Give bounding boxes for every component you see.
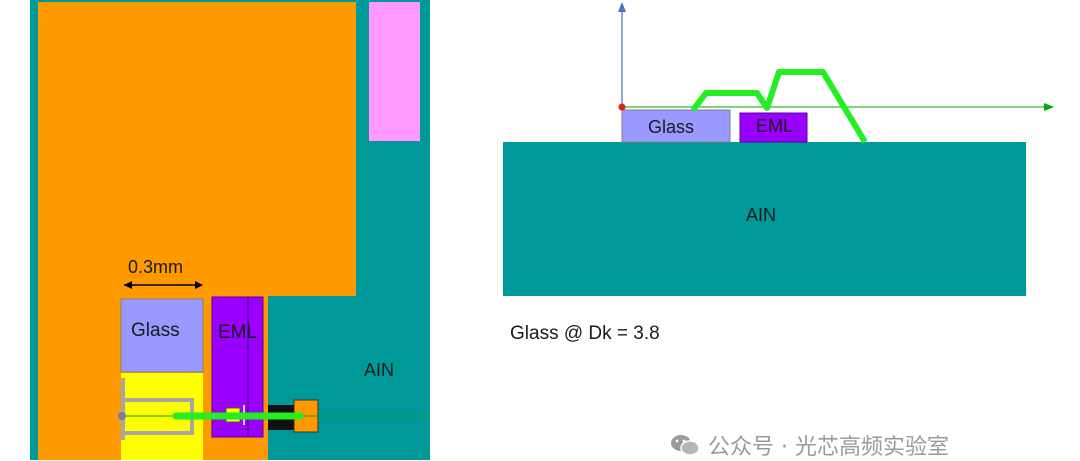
watermark-text: 公众号 · 光芯高频实验室 <box>708 435 949 460</box>
side-glass-label: Glass <box>648 117 695 137</box>
axis-origin-dot <box>118 412 126 420</box>
top-glass-block <box>120 298 204 373</box>
side-substrate-label: AIN <box>746 205 777 225</box>
side-horizontal-axis-arrow <box>1044 103 1054 111</box>
dimension-label: 0.3mm <box>128 257 184 277</box>
pink-pad <box>369 2 420 141</box>
side-glass-block <box>621 109 731 143</box>
wechat-icon <box>671 435 700 456</box>
side-axis-origin <box>618 103 626 111</box>
top-eml-label: EML <box>218 322 258 343</box>
side-view-drawing <box>503 2 1054 296</box>
side-bondwire <box>690 69 868 144</box>
dielectric-note: Glass @ Dk = 3.8 <box>510 323 660 344</box>
dimension-arrow-right-head <box>195 281 203 289</box>
side-substrate <box>503 142 1026 296</box>
dimension-arrow-left-head <box>124 281 132 289</box>
watermark: 公众号 · 光芯高频实验室 <box>670 430 949 460</box>
side-eml-chip <box>739 112 808 143</box>
side-eml-label: EML <box>756 116 794 136</box>
side-vertical-axis-arrow <box>618 2 626 12</box>
orange-metal-pad <box>38 2 356 460</box>
top-substrate-label: AIN <box>364 360 395 380</box>
top-glass-label: Glass <box>131 320 180 341</box>
top-view-drawing <box>30 0 430 460</box>
top-view-panel: 0.3mm Glass EML AIN <box>0 0 430 460</box>
side-view-panel: Glass EML AIN <box>480 0 1080 300</box>
